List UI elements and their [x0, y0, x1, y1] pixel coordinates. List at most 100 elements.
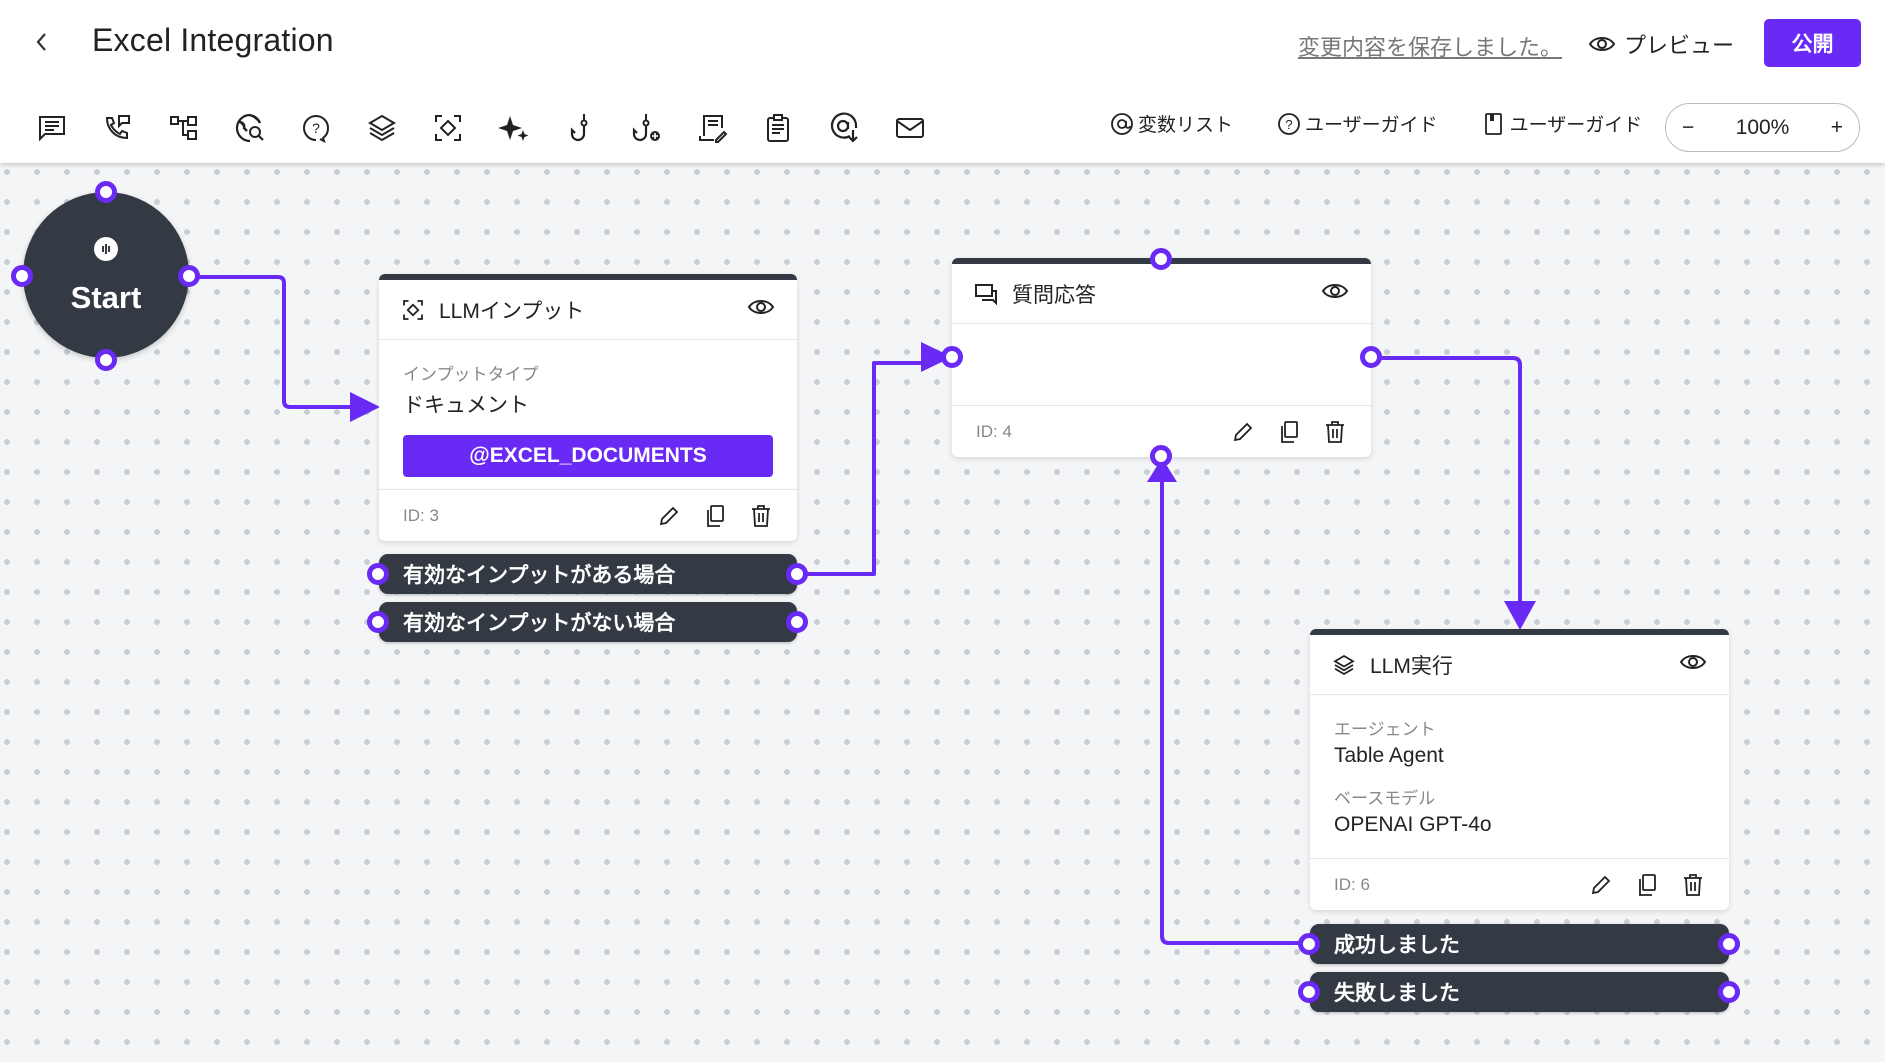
tool-hook[interactable] [564, 108, 630, 148]
tool-form-edit[interactable] [696, 108, 762, 148]
delete-button[interactable] [1323, 420, 1347, 444]
user-guide-book-label: ユーザーガイド [1509, 115, 1643, 136]
layers-icon [368, 114, 396, 142]
qa-port-left[interactable] [941, 346, 963, 368]
preview-label: プレビュー [1624, 33, 1735, 58]
hook-icon [570, 114, 588, 142]
tool-email[interactable] [894, 108, 960, 148]
node-preview-button[interactable] [1679, 652, 1707, 678]
edit-button[interactable] [657, 504, 681, 528]
branch-valid-input[interactable]: 有効なインプットがある場合 [379, 554, 797, 594]
tool-mention-download[interactable] [828, 108, 894, 148]
publish-button[interactable]: 公開 [1764, 19, 1861, 67]
copy-button[interactable] [703, 504, 727, 528]
branch-label: 有効なインプットがある場合 [403, 564, 676, 587]
delete-button[interactable] [1681, 873, 1705, 897]
start-port-left[interactable] [11, 265, 33, 287]
node-title: LLMインプット [439, 299, 585, 323]
branch-port-in[interactable] [1298, 933, 1320, 955]
zoom-control: − 100% + [1665, 103, 1860, 152]
copy-button[interactable] [1635, 873, 1659, 897]
layers-icon [1333, 654, 1355, 675]
node-preview-button[interactable] [747, 297, 775, 323]
branch-port-out[interactable] [1718, 981, 1740, 1003]
save-status[interactable]: 変更内容を保存しました。 [1298, 35, 1563, 60]
user-guide-button[interactable]: ? ユーザーガイド [1277, 110, 1438, 137]
pencil-icon [1233, 422, 1253, 441]
tool-llm-execute[interactable] [366, 108, 432, 148]
tool-ai[interactable] [498, 108, 564, 148]
tool-message[interactable] [36, 108, 102, 148]
phone-message-icon [105, 115, 130, 140]
variable-tag[interactable]: @EXCEL_DOCUMENTS [403, 435, 773, 477]
node-footer: ID: 6 [1310, 858, 1729, 910]
node-llm-execute[interactable]: LLM実行 エージェント Table Agent ベースモデル OPENAI G… [1310, 629, 1729, 910]
field-value: OPENAI GPT-4o [1334, 813, 1492, 836]
chat-icon [975, 283, 997, 305]
branch-no-valid-input[interactable]: 有効なインプットがない場合 [379, 602, 797, 642]
start-node[interactable]: Start [23, 192, 189, 358]
tool-hook-add[interactable] [630, 108, 696, 148]
node-toolbar: ? [36, 108, 960, 148]
pencil-icon [659, 506, 679, 525]
voice-icon [94, 237, 118, 261]
qa-port-right[interactable] [1360, 346, 1382, 368]
flowchart-icon [170, 116, 197, 140]
node-header: 質問応答 [952, 264, 1371, 324]
qa-port-bottom[interactable] [1150, 445, 1172, 467]
book-icon [1484, 112, 1502, 135]
edit-button[interactable] [1589, 873, 1613, 897]
tool-question[interactable]: ? [300, 108, 366, 148]
branch-success[interactable]: 成功しました [1310, 924, 1729, 964]
start-port-top[interactable] [95, 181, 117, 203]
tool-llm-input[interactable] [432, 108, 498, 148]
eye-icon [747, 299, 775, 314]
copy-button[interactable] [1277, 420, 1301, 444]
clipboard-icon [767, 114, 789, 142]
node-llm-input[interactable]: LLMインプット インプットタイプ ドキュメント @EXCEL_DOCUMENT… [379, 274, 797, 541]
branch-port-in[interactable] [1298, 981, 1320, 1003]
branch-port-in[interactable] [367, 563, 389, 585]
tool-clipboard[interactable] [762, 108, 828, 148]
node-body: インプットタイプ ドキュメント @EXCEL_DOCUMENTS [379, 340, 797, 477]
start-port-bottom[interactable] [95, 349, 117, 371]
node-preview-button[interactable] [1321, 281, 1349, 307]
user-guide-label: ユーザーガイド [1305, 115, 1438, 136]
tool-call[interactable] [102, 108, 168, 148]
branch-label: 有効なインプットがない場合 [403, 612, 676, 635]
delete-button[interactable] [749, 504, 773, 528]
eye-icon [1588, 37, 1616, 51]
branch-port-out[interactable] [786, 563, 808, 585]
document-edit-icon [699, 115, 728, 143]
node-title: LLM実行 [1370, 654, 1453, 678]
variable-list-button[interactable]: 変数リスト [1110, 110, 1233, 137]
question-circle-icon: ? [1278, 112, 1300, 135]
page-title: Excel Integration [92, 22, 334, 58]
zoom-in-button[interactable]: + [1830, 115, 1843, 139]
zoom-out-button[interactable]: − [1682, 115, 1695, 139]
branch-failure[interactable]: 失敗しました [1310, 972, 1729, 1012]
field-key: ベースモデル [1334, 789, 1436, 808]
field-key: インプットタイプ [403, 365, 539, 384]
at-download-icon [830, 112, 858, 143]
tool-branch[interactable] [168, 108, 234, 148]
preview-button[interactable]: プレビュー [1588, 28, 1734, 60]
qa-port-top[interactable] [1150, 248, 1172, 270]
branch-port-out[interactable] [786, 611, 808, 633]
back-button[interactable] [32, 28, 56, 60]
start-port-right[interactable] [178, 265, 200, 287]
node-id: ID: 6 [1334, 874, 1370, 894]
user-guide-book-button[interactable]: ユーザーガイド [1482, 110, 1643, 137]
branch-port-in[interactable] [367, 611, 389, 633]
at-icon [1111, 112, 1133, 135]
branch-port-out[interactable] [1718, 933, 1740, 955]
tool-web-search[interactable] [234, 108, 300, 148]
field-value: Table Agent [1334, 744, 1444, 767]
node-footer: ID: 3 [379, 489, 797, 541]
edit-button[interactable] [1231, 420, 1255, 444]
node-question-answer[interactable]: 質問応答 ID: 4 [952, 258, 1371, 457]
node-id: ID: 4 [976, 421, 1012, 441]
node-id: ID: 3 [403, 505, 439, 525]
field-key: エージェント [1334, 720, 1436, 739]
copy-icon [1639, 873, 1656, 896]
